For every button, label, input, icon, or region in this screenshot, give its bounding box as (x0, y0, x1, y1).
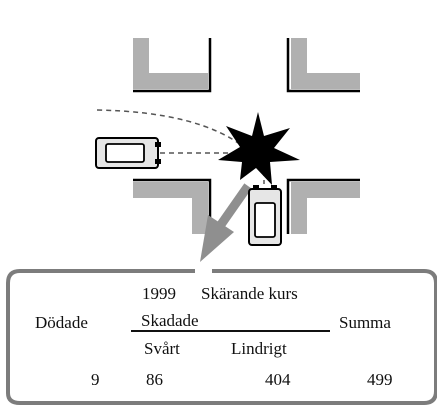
car-left (95, 137, 161, 169)
table-category: Skärande kurs (201, 284, 298, 303)
header-killed: Dödade (35, 313, 88, 332)
collision-burst-icon (218, 112, 300, 185)
info-box-outline (6, 269, 437, 405)
road-corner-bottom-left (133, 178, 212, 234)
header-severe: Svårt (144, 339, 180, 358)
road-corner-bottom-right (286, 178, 360, 234)
road-corner-top-left (133, 38, 212, 93)
car-bottom (248, 185, 282, 246)
pointer-arrow (200, 183, 252, 262)
road-corner-top-right (286, 38, 360, 93)
header-slight: Lindrigt (231, 339, 287, 358)
curved-path-line (96, 109, 246, 149)
value-severe: 86 (146, 370, 163, 389)
header-total: Summa (339, 313, 391, 332)
injured-underline (131, 330, 330, 332)
value-total: 499 (367, 370, 393, 389)
value-killed: 9 (91, 370, 100, 389)
header-injured: Skadade (141, 311, 199, 330)
value-slight: 404 (265, 370, 291, 389)
table-year: 1999 (142, 284, 176, 303)
